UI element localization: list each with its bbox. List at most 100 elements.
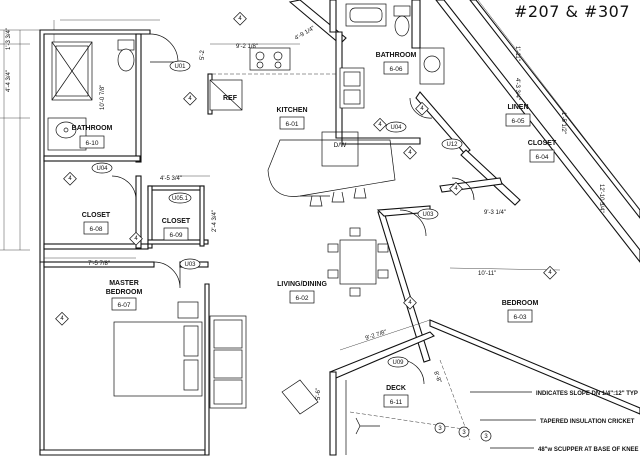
- svg-text:10'-0 7/8": 10'-0 7/8": [100, 85, 106, 110]
- svg-text:6-04: 6-04: [535, 154, 548, 161]
- svg-text:6-03: 6-03: [513, 314, 526, 321]
- svg-text:10'-11": 10'-11": [478, 271, 496, 277]
- svg-text:U04: U04: [390, 125, 402, 131]
- svg-text:4: 4: [408, 300, 412, 306]
- svg-text:6-09: 6-09: [169, 232, 182, 239]
- svg-text:6-07: 6-07: [117, 302, 130, 309]
- door-tags: U01 U04 U05.1 U03 U04 U12 U03 U09: [91, 60, 463, 368]
- svg-text:LIVING/DINING: LIVING/DINING: [277, 281, 327, 288]
- room-closet-6-04: CLOSET 6-04: [528, 140, 557, 163]
- svg-text:8'-8": 8'-8": [432, 371, 442, 384]
- door-tag: U03: [179, 258, 201, 270]
- svg-text:5'-2: 5'-2: [200, 50, 206, 60]
- svg-text:5'-6": 5'-6": [316, 388, 322, 400]
- kitchen-fixtures: [209, 47, 396, 207]
- svg-text:9'-3 1/4": 9'-3 1/4": [484, 210, 506, 216]
- svg-text:U04: U04: [96, 166, 108, 172]
- keynote-markers: 4 4 4 4 4 4 4 4 4 4 4 3 3 3: [55, 11, 557, 442]
- svg-text:U03: U03: [184, 262, 196, 268]
- keynote-marker: 4: [63, 171, 77, 186]
- armchair: [281, 379, 319, 415]
- keynote-marker: 4: [183, 91, 197, 106]
- room-kitchen-6-01: KITCHEN 6-01: [276, 107, 308, 130]
- room-closet-6-08: CLOSET 6-08: [82, 212, 111, 235]
- svg-text:DECK: DECK: [386, 385, 406, 392]
- svg-text:6-02: 6-02: [295, 295, 308, 302]
- svg-text:1'-5 1/2": 1'-5 1/2": [560, 112, 566, 134]
- master-name-line1: MASTER: [109, 280, 139, 287]
- svg-text:6-01: 6-01: [285, 121, 298, 128]
- svg-text:4'-4 3/4": 4'-4 3/4": [6, 70, 12, 92]
- svg-text:4: 4: [420, 106, 424, 112]
- svg-text:CLOSET: CLOSET: [82, 212, 111, 219]
- door-tag: U01: [169, 60, 191, 72]
- fixture-labels: REF D/W: [223, 95, 347, 149]
- bathroom-6-06-fixtures: [345, 3, 445, 85]
- unit-title: #207 & #307: [513, 2, 630, 21]
- keynote-marker: 4: [233, 11, 247, 26]
- door-tag: U04: [385, 121, 407, 133]
- svg-text:U05.1: U05.1: [172, 196, 189, 202]
- svg-text:6-08: 6-08: [89, 226, 102, 233]
- exterior-walls: [39, 0, 640, 456]
- keynote-marker: 4: [449, 181, 463, 196]
- svg-text:2'-4 3/4": 2'-4 3/4": [212, 210, 218, 232]
- room-master-bedroom-6-07: MASTER BEDROOM 6-07: [106, 280, 143, 311]
- svg-text:3: 3: [484, 434, 488, 440]
- door-tag: U05.1: [168, 192, 192, 204]
- svg-text:3: 3: [462, 430, 466, 436]
- sofa: [209, 315, 247, 409]
- svg-text:4: 4: [68, 176, 72, 182]
- deck-notes: INDICATES SLOPE DN 1/4":12" TYP TAPERED …: [470, 391, 639, 453]
- svg-text:U01: U01: [174, 64, 186, 70]
- master-name-line2: BEDROOM: [106, 289, 143, 296]
- keynote-marker: 4: [55, 311, 69, 326]
- svg-text:6-11: 6-11: [390, 399, 403, 406]
- keynote-marker: 4: [373, 117, 387, 132]
- door-tag: U12: [441, 138, 463, 150]
- cricket-note: TAPERED INSULATION CRICKET: [540, 419, 635, 425]
- svg-text:U09: U09: [392, 360, 404, 366]
- keynote-marker: 3: [434, 422, 446, 434]
- svg-text:6-06: 6-06: [389, 66, 402, 73]
- svg-text:CLOSET: CLOSET: [162, 218, 191, 225]
- interior-walls: [43, 31, 521, 363]
- dimension-lines: [44, 0, 640, 351]
- room-linen-6-05: LINEN 6-05: [505, 104, 531, 127]
- svg-text:9'-2 1/8": 9'-2 1/8": [236, 44, 258, 50]
- svg-text:6-10: 6-10: [85, 140, 98, 147]
- keynote-marker: 4: [129, 231, 143, 246]
- svg-text:4'-3 3/4": 4'-3 3/4": [514, 78, 520, 100]
- room-closet-6-09: CLOSET 6-09: [162, 218, 191, 241]
- svg-text:4: 4: [454, 186, 458, 192]
- svg-text:4: 4: [134, 236, 138, 242]
- dishwasher-label: D/W: [334, 142, 348, 149]
- room-living-dining-6-02: LIVING/DINING 6-02: [277, 281, 327, 304]
- svg-text:KITCHEN: KITCHEN: [276, 107, 307, 114]
- master-bed: [113, 301, 203, 397]
- room-labels: BATHROOM 6-10 BATHROOM 6-06 KITCHEN 6-01…: [72, 52, 557, 408]
- bathroom-6-10-fixtures: [47, 39, 135, 151]
- svg-text:CLOSET: CLOSET: [528, 140, 557, 147]
- svg-text:BATHROOM: BATHROOM: [376, 52, 417, 59]
- keynote-marker: 3: [458, 426, 470, 438]
- door-tag: U04: [91, 162, 113, 174]
- svg-text:1'-11": 1'-11": [514, 46, 520, 61]
- room-bathroom-6-06: BATHROOM 6-06: [376, 52, 417, 75]
- room-bedroom-6-03: BEDROOM 6-03: [502, 300, 538, 323]
- keynote-marker: 3: [480, 430, 492, 442]
- left-dimension-strings: [0, 19, 160, 251]
- keynote-marker: 4: [543, 265, 557, 280]
- svg-text:U03: U03: [422, 212, 434, 218]
- refrigerator-label: REF: [223, 95, 238, 102]
- svg-text:1'-3 3/4": 1'-3 3/4": [6, 28, 12, 50]
- svg-text:7'-5 7/8": 7'-5 7/8": [88, 261, 110, 267]
- slope-note: INDICATES SLOPE DN 1/4":12" TYP: [536, 391, 638, 397]
- svg-text:4: 4: [548, 270, 552, 276]
- svg-text:U12: U12: [446, 142, 458, 148]
- room-bathroom-6-10: BATHROOM 6-10: [72, 125, 113, 149]
- keynote-marker: 4: [403, 145, 417, 160]
- deck-outline: [329, 331, 471, 456]
